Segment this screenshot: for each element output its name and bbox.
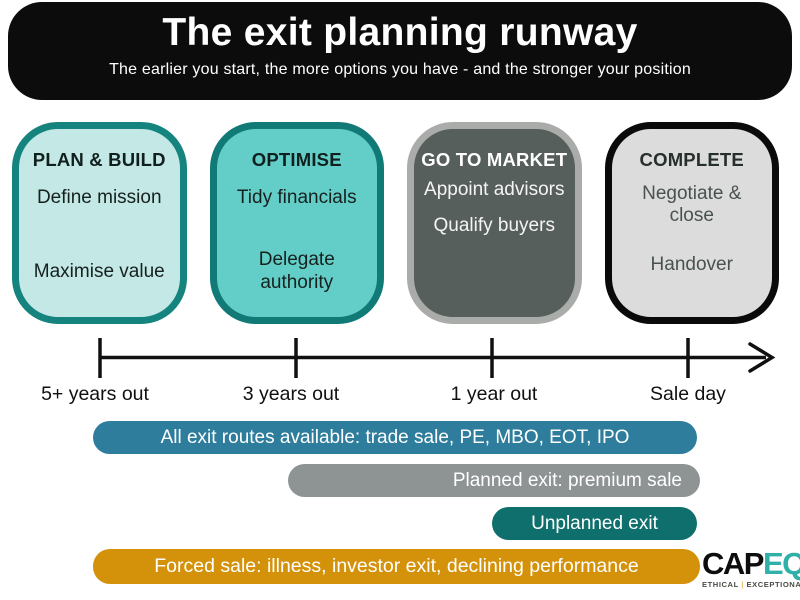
logo-cap-text: CAP <box>702 546 764 581</box>
capeq-wordmark: CAPEQ <box>702 546 800 581</box>
logo-eq-text: EQ <box>762 546 800 581</box>
stage-item: Delegate authority <box>258 249 335 293</box>
bar-unplanned-exit: Unplanned exit <box>492 507 697 540</box>
stages-row: PLAN & BUILD Define mission Maximise val… <box>12 122 779 324</box>
stage-title: COMPLETE <box>639 149 744 170</box>
bar-all-exit-routes: All exit routes available: trade sale, P… <box>93 421 697 454</box>
stage-item: Tidy financials <box>236 187 357 208</box>
stage-card-go-to-market: GO TO MARKET Appoint advisors Qualify bu… <box>407 122 582 324</box>
stage-item: Maximise value <box>33 261 165 283</box>
stage-item: Qualify buyers <box>433 215 555 237</box>
page-subtitle: The earlier you start, the more options … <box>109 61 691 78</box>
tagline-ethical: ETHICAL <box>702 580 739 589</box>
timeline-label-3-years: 3 years out <box>242 383 340 405</box>
stage-title: PLAN & BUILD <box>32 149 166 170</box>
header-panel: The exit planning runway The earlier you… <box>8 2 792 100</box>
capeq-logo: CAPEQ ETHICAL | EXCEPTIONAL <box>702 546 800 589</box>
stage-item: Negotiate & close <box>642 183 742 227</box>
timeline-label-1-year: 1 year out <box>450 383 538 405</box>
stage-card-optimise: OPTIMISE Tidy financials Delegate author… <box>209 122 384 324</box>
stage-title: GO TO MARKET <box>421 149 568 170</box>
stage-item: Appoint advisors <box>424 179 565 200</box>
timeline-label-sale-day: Sale day <box>650 383 726 405</box>
timeline-labels-row: 5+ years out 3 years out 1 year out Sale… <box>0 383 800 411</box>
timeline-arrow <box>98 338 776 378</box>
stage-title: OPTIMISE <box>251 149 342 170</box>
capeq-tagline: ETHICAL | EXCEPTIONAL <box>702 580 800 589</box>
stage-item: Handover <box>650 253 733 275</box>
bar-forced-sale: Forced sale: illness, investor exit, dec… <box>93 549 700 584</box>
stage-card-plan-build: PLAN & BUILD Define mission Maximise val… <box>12 122 187 324</box>
bar-planned-exit: Planned exit: premium sale <box>288 464 700 497</box>
page-title: The exit planning runway <box>162 11 638 54</box>
tagline-divider: | <box>741 580 744 589</box>
stage-card-complete: COMPLETE Negotiate & close Handover <box>604 122 779 324</box>
stage-item: Define mission <box>36 187 162 208</box>
timeline-label-5-years: 5+ years out <box>41 383 149 405</box>
timeline-arrowhead-icon <box>748 342 776 373</box>
tagline-exceptional: EXCEPTIONAL <box>746 580 800 589</box>
